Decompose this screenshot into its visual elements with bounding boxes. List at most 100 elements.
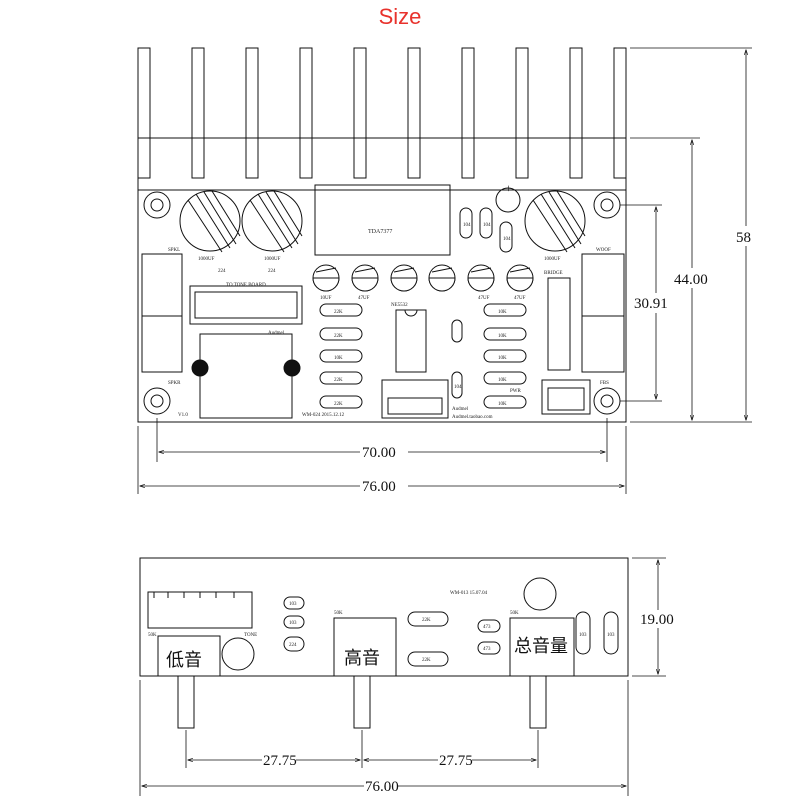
label-cap-top-2: 104	[483, 223, 491, 228]
dim-height-bottom: 19.00	[640, 612, 674, 628]
label-r-left-1: 22K	[334, 310, 343, 315]
top-view-labels: TDA7377 NE5532 TO TONE BOARD SPKL SPKR W…	[168, 223, 611, 420]
dim-height-total: 58	[736, 230, 751, 246]
connector-spkr	[141, 315, 183, 373]
label-cap-b2: 103	[289, 621, 297, 626]
label-spkr: SPKR	[168, 381, 181, 386]
mounting-hole-bottom-right	[593, 387, 621, 415]
label-cap-d2: 103	[607, 633, 615, 638]
bottom-view-dimensions	[139, 557, 666, 796]
power-block	[199, 333, 293, 419]
shaft-bass	[177, 675, 195, 729]
ic-dip	[395, 309, 427, 373]
label-cap-small-3: 47UF	[478, 296, 490, 301]
bottom-view-dimension-labels: 19.00 27.75 27.75 76.00	[262, 610, 676, 795]
label-cap-b1: 103	[289, 602, 297, 607]
mounting-hole-bottom-left	[143, 387, 171, 415]
label-cap-big-1: 1000UF	[198, 257, 215, 262]
capacitor-big-2	[241, 190, 303, 253]
connector-spkl	[141, 253, 183, 317]
label-treble: 高音	[344, 648, 380, 669]
label-cap-small-4: 47UF	[514, 296, 526, 301]
resistor-column-right	[483, 303, 527, 409]
label-cap-side: 104	[454, 385, 462, 390]
label-res-b: 22K	[422, 658, 431, 663]
label-pot-volume: 50K	[510, 611, 519, 616]
connector-bottom-center	[381, 379, 449, 419]
label-cap-c1: 473	[483, 625, 491, 630]
label-res-a: 22K	[422, 618, 431, 623]
label-r-right-4: 10K	[498, 378, 507, 383]
bottom-view	[139, 557, 629, 729]
label-r-left-4: 22K	[334, 378, 343, 383]
label-cap-vertical: 104	[503, 237, 511, 242]
dim-spacing-right: 27.75	[439, 753, 473, 769]
label-r-right-5: 10K	[498, 402, 507, 407]
label-cap-small-1: 10UF	[320, 296, 332, 301]
top-view-dimension-labels: 58 44.00 30.91 70.00 76.00	[360, 226, 756, 495]
page-title: Size	[378, 4, 422, 29]
label-bridge: BRIDGE	[544, 271, 563, 276]
label-pot-treble: 50K	[334, 611, 343, 616]
tone-board-outline	[139, 557, 629, 677]
top-view: +	[137, 47, 627, 423]
label-bass: 低音	[166, 650, 202, 671]
mounting-hole-top-left	[143, 191, 171, 219]
label-cap-b3: 224	[289, 643, 297, 648]
label-r-right-3: 10K	[498, 356, 507, 361]
svg-text:+: +	[505, 181, 512, 195]
capacitor-round-small	[495, 187, 521, 213]
label-volume: 总音量	[514, 636, 568, 657]
label-r-left-5: 22K	[334, 402, 343, 407]
connector-woof	[581, 253, 625, 317]
label-cap-big-2: 1000UF	[264, 257, 281, 262]
label-spkl: SPKL	[168, 248, 180, 253]
label-cap-big-3: 1000UF	[544, 257, 561, 262]
dim-width-total: 76.00	[362, 479, 396, 495]
chip-main	[314, 184, 451, 256]
label-cap-top-1: 104	[463, 223, 471, 228]
shaft-volume	[529, 675, 547, 729]
label-tone: TONE	[244, 633, 257, 638]
dim-width-bottom: 76.00	[365, 779, 399, 795]
capacitor-big-3	[524, 190, 586, 253]
connector-pwr	[581, 315, 625, 373]
round-part-top	[523, 577, 557, 611]
label-cap-c2: 473	[483, 647, 491, 652]
label-pwr: PWR	[510, 389, 522, 394]
label-cap-small-2: 47UF	[358, 296, 370, 301]
label-part-no-bottom: WM-013 15.07.04	[450, 591, 488, 596]
heatsink-fins	[137, 47, 627, 179]
label-cap-text-1: 224	[218, 269, 226, 274]
dim-hole-spacing-v: 30.91	[634, 296, 668, 312]
label-to-tone: TO TONE BOARD	[226, 283, 266, 288]
label-chip-main: TDA7377	[368, 229, 392, 235]
label-brand-url: Audmel.taobao.com	[452, 415, 493, 420]
label-r-right-2: 10K	[498, 334, 507, 339]
tone-knob	[221, 637, 255, 671]
shaft-treble	[353, 675, 371, 729]
label-r-left-2: 22K	[334, 334, 343, 339]
mounting-hole-top-right	[593, 191, 621, 219]
label-ic-small: NE5532	[391, 303, 408, 308]
bottom-view-labels: 低音 高音 总音量 50K 50K 50K TONE WM-013 15.07.…	[148, 591, 615, 671]
label-version: V1.0	[178, 413, 188, 418]
label-woof: WOOF	[596, 248, 611, 253]
capacitor-big-1	[179, 190, 241, 253]
label-cap-text-2: 224	[268, 269, 276, 274]
label-fbs: FBS	[600, 381, 609, 386]
label-brand: Audmel	[452, 407, 469, 412]
dim-spacing-left: 27.75	[263, 753, 297, 769]
label-r-left-3: 10K	[334, 356, 343, 361]
label-brand-small: Audmel	[268, 331, 285, 336]
header-tone-board	[189, 285, 303, 325]
pcb-outline	[137, 189, 627, 423]
bridge-component	[547, 277, 571, 371]
capacitor-row	[312, 264, 534, 292]
label-cap-d1: 103	[579, 633, 587, 638]
dim-hole-spacing-h: 70.00	[362, 445, 396, 461]
top-view-dimensions	[137, 47, 752, 494]
heatsink-base	[137, 137, 627, 191]
dim-height-inner: 44.00	[674, 272, 708, 288]
